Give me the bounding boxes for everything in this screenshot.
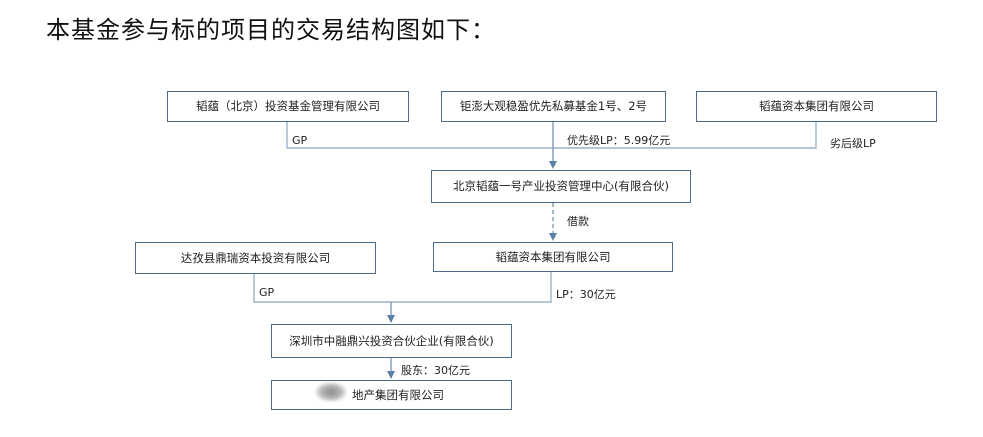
connector-subordinate-lp	[553, 122, 817, 149]
connector-gp-mid	[253, 274, 391, 303]
label-shareholder: 股东：30亿元	[401, 364, 470, 377]
label-gp-top: GP	[292, 134, 308, 147]
node-jupeng-fund: 钜澎大观稳盈优先私募基金1号、2号	[441, 91, 666, 122]
label-lp-mid: LP：30亿元	[556, 288, 616, 301]
page-title: 本基金参与标的项目的交易结构图如下：	[46, 16, 496, 44]
node-shenzhen: 深圳市中融鼎兴投资合伙企业(有限合伙)	[271, 324, 512, 358]
label-gp-mid: GP	[259, 286, 275, 299]
node-target: 地产集团有限公司	[271, 380, 512, 410]
label-loan: 借款	[567, 215, 589, 228]
label-subordinate-lp: 劣后级LP	[830, 137, 876, 150]
connector-lp-mid	[391, 272, 552, 303]
node-taoyun-group-top: 韬蕴资本集团有限公司	[696, 91, 937, 122]
node-taoyun-beijing: 韬蕴（北京）投资基金管理有限公司	[167, 91, 409, 122]
connector-gp-top	[286, 122, 553, 149]
node-taoyun-group-mid: 韬蕴资本集团有限公司	[433, 242, 673, 272]
label-priority-lp: 优先级LP：5.99亿元	[567, 134, 671, 147]
node-beijing-center: 北京韬蕴一号产业投资管理中心(有限合伙)	[431, 170, 691, 203]
node-dazi: 达孜县鼎瑞资本投资有限公司	[135, 242, 376, 274]
redacted-name-blur	[315, 382, 347, 402]
